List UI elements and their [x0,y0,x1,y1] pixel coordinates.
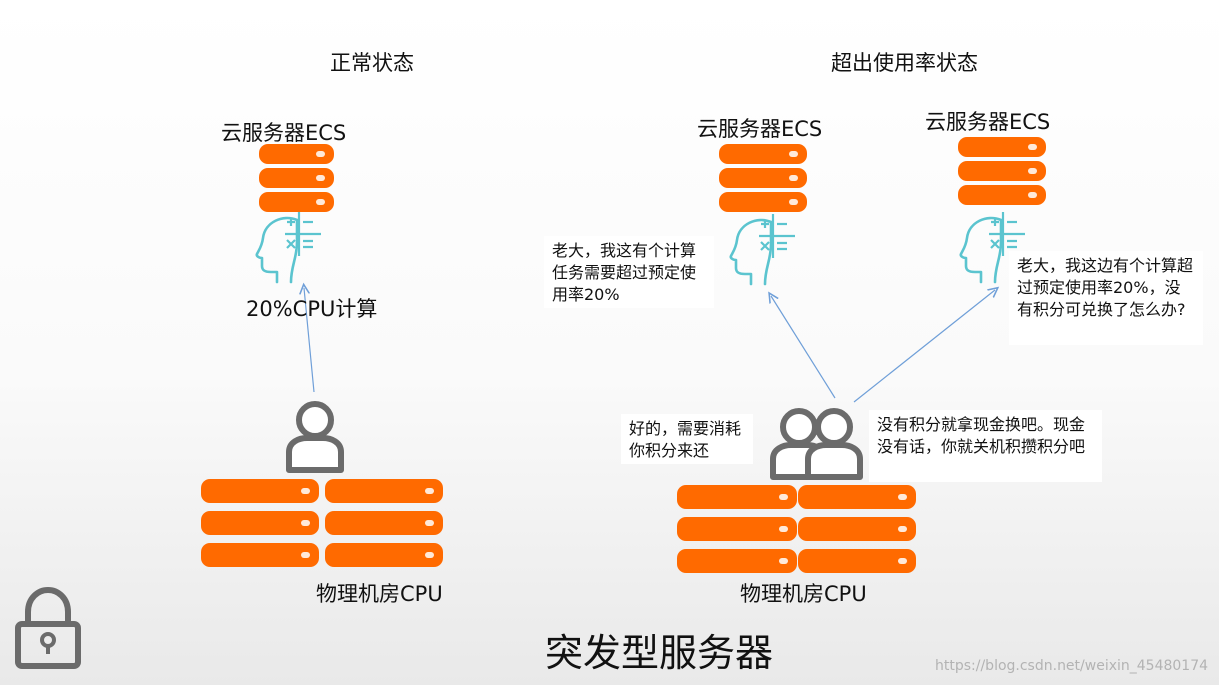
room-label-left: 物理机房CPU [316,582,443,606]
bubble-ask-mid: 老大，我这有个计算任务需要超过预定使用率20% [544,236,714,308]
server-unit [719,144,807,164]
server-unit [201,479,319,503]
server-unit [259,144,334,164]
server-unit [259,168,334,188]
ecs-label-mid: 云服务器ECS [697,117,823,141]
bubble-reply-cash: 没有积分就拿现金换吧。现金没有话，你就关机积攒积分吧 [869,410,1102,482]
server-unit [958,161,1046,181]
brain-head-icon [729,212,797,286]
server-unit [958,137,1046,157]
server-unit [958,185,1046,205]
server-unit [259,192,334,212]
server-unit [798,485,916,509]
heading-normal-state: 正常状态 [330,51,414,75]
heading-exceeded-state: 超出使用率状态 [831,51,978,75]
server-unit [719,168,807,188]
page-title: 突发型服务器 [545,631,774,675]
ecs-label-right: 云服务器ECS [925,110,1051,134]
server-unit [325,543,443,567]
bubble-reply-points: 好的，需要消耗你积分来还 [621,414,753,464]
server-unit [201,511,319,535]
two-persons-icon [773,411,860,477]
bubble-ask-right: 老大，我这边有个计算超过预定使用率20%，没有积分可兑换了怎么办? [1009,251,1203,345]
room-label-right: 物理机房CPU [740,582,867,606]
cpu-compute-label: 20%CPU计算 [246,297,378,321]
server-unit [798,549,916,573]
server-unit [677,485,797,509]
brain-head-icon [255,210,323,284]
lock-icon [15,586,81,669]
ecs-label-left: 云服务器ECS [221,121,347,145]
server-unit [325,511,443,535]
watermark: https://blog.csdn.net/weixin_45480174 [935,658,1209,674]
server-unit [325,479,443,503]
server-unit [201,543,319,567]
server-unit [719,192,807,212]
server-unit [798,517,916,541]
server-unit [677,517,797,541]
server-unit [677,549,797,573]
person-icon [289,404,341,470]
